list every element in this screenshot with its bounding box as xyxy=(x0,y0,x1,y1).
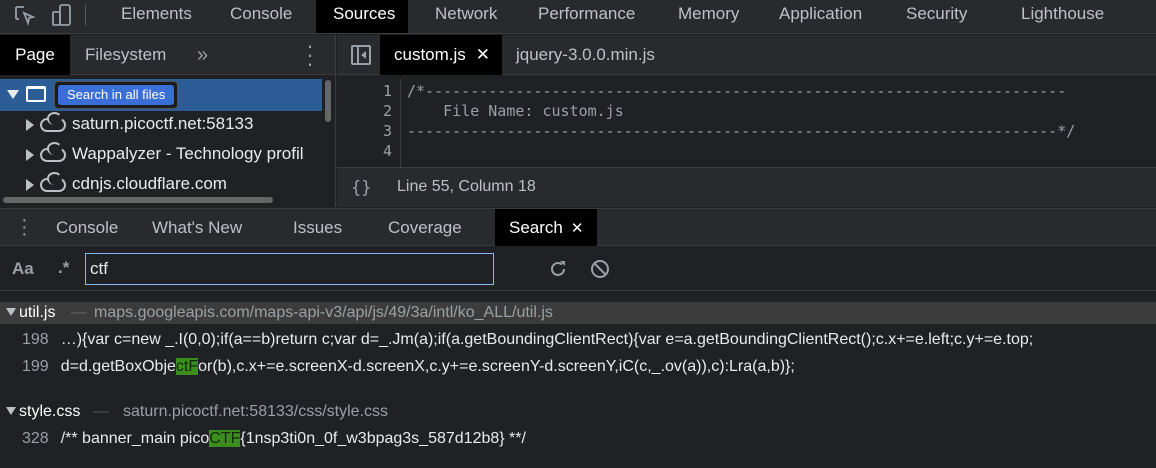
search-match: ctF xyxy=(175,358,199,375)
collapse-arrow-icon[interactable] xyxy=(6,308,16,316)
result-file-path: maps.googleapis.com/maps-api-v3/api/js/4… xyxy=(94,304,553,321)
result-file-header[interactable]: style.css — saturn.picoctf.net:58133/css… xyxy=(0,401,1156,423)
drawer-menu-icon[interactable]: ··· xyxy=(21,209,28,245)
cloud-icon xyxy=(40,141,66,162)
line-number: 3 xyxy=(382,122,392,140)
tab-sources[interactable]: Sources xyxy=(316,0,408,33)
device-toggle-icon[interactable] xyxy=(50,3,74,27)
tab-memory[interactable]: Memory xyxy=(678,4,740,23)
tab-elements[interactable]: Elements xyxy=(121,4,192,23)
clear-icon[interactable] xyxy=(589,258,611,280)
result-line[interactable]: 199 d=d.getBoxObjectFor(b),c.x+=e.screenX… xyxy=(22,358,795,376)
tab-label: Search xyxy=(509,218,563,237)
tab-console[interactable]: Console xyxy=(230,4,293,23)
expand-arrow-icon[interactable] xyxy=(7,90,19,99)
result-line[interactable]: 198 …){var c=new _.I(0,0);if(a==b)return … xyxy=(22,331,1156,349)
code-line: ----------------------------------------… xyxy=(407,122,1076,140)
line-text: …){var c=new _.I(0,0);if(a==b)return c;v… xyxy=(60,331,1034,348)
cloud-icon xyxy=(40,111,66,132)
drawer-tabs: ··· Console What's New Issues Coverage S… xyxy=(0,208,1156,246)
result-line[interactable]: 328 /** banner_main picoCTF{1nsp3ti0n_0f_… xyxy=(22,430,526,448)
close-icon[interactable]: ✕ xyxy=(475,45,491,64)
tree-item-label: saturn.picoctf.net:58133 xyxy=(72,114,254,133)
search-input[interactable] xyxy=(85,253,494,285)
line-text: {1nsp3ti0n_0f_w3bpag3s_587d12b8} **/ xyxy=(240,430,526,447)
tooltip: Search in all files xyxy=(54,81,179,109)
result-file-name: style.css xyxy=(19,403,81,420)
tree-item[interactable]: saturn.picoctf.net:58133 xyxy=(0,109,322,139)
tab-security[interactable]: Security xyxy=(906,4,968,23)
toggle-navigator-icon[interactable] xyxy=(351,45,371,65)
vertical-scrollbar[interactable] xyxy=(325,80,331,122)
editor-tabs: custom.js ✕ jquery-3.0.0.min.js xyxy=(337,35,1156,75)
drawer-tab-console[interactable]: Console xyxy=(56,218,119,237)
tab-performance[interactable]: Performance xyxy=(538,4,636,23)
tab-label: custom.js xyxy=(394,45,466,64)
drawer-tab-issues[interactable]: Issues xyxy=(293,218,343,237)
collapse-arrow-icon[interactable] xyxy=(6,407,16,415)
line-number: 2 xyxy=(382,102,392,120)
result-file-name: util.js xyxy=(19,304,56,321)
tooltip-text: Search in all files xyxy=(58,85,175,105)
drawer-tab-whats-new[interactable]: What's New xyxy=(152,218,243,237)
tab-network[interactable]: Network xyxy=(435,4,498,23)
expand-arrow-icon[interactable] xyxy=(26,178,34,191)
navigator-tabs: Page Filesystem » ··· xyxy=(0,35,335,75)
main-toolbar: Elements Console Sources Network Perform… xyxy=(0,0,1156,34)
tab-lighthouse[interactable]: Lighthouse xyxy=(1021,4,1105,23)
navigator-pane: Page Filesystem » ··· Search in all file… xyxy=(0,35,336,207)
cloud-icon xyxy=(40,171,66,192)
tab-filesystem[interactable]: Filesystem xyxy=(85,45,167,64)
tree-item[interactable]: Wappalyzer - Technology profil xyxy=(0,139,322,169)
horizontal-scrollbar[interactable] xyxy=(3,197,273,203)
expand-arrow-icon[interactable] xyxy=(26,118,34,131)
search-toolbar: Aa .* xyxy=(0,247,1156,291)
line-number: 198 xyxy=(22,331,49,348)
code-editor[interactable]: 1 /*------------------------------------… xyxy=(337,79,1156,167)
tab-page[interactable]: Page xyxy=(0,35,70,75)
drawer-tab-coverage[interactable]: Coverage xyxy=(388,218,462,237)
separator: — xyxy=(71,304,87,321)
divider xyxy=(85,4,86,26)
drawer-tab-search[interactable]: Search ✕ xyxy=(495,209,597,246)
line-number: 328 xyxy=(22,430,49,447)
line-number: 4 xyxy=(382,142,392,160)
editor-tab-jquery[interactable]: jquery-3.0.0.min.js xyxy=(516,45,655,64)
tree-item-label: cdnjs.cloudflare.com xyxy=(72,174,227,193)
line-text: d=d.getBoxObje xyxy=(60,358,176,375)
code-line: File Name: custom.js xyxy=(407,102,624,120)
pretty-print-icon[interactable]: {} xyxy=(351,178,372,198)
cursor-position: Line 55, Column 18 xyxy=(397,178,536,195)
tree-row-top[interactable]: Search in all files xyxy=(0,79,322,111)
tree-item[interactable]: cdnjs.cloudflare.com xyxy=(0,169,322,199)
expand-arrow-icon[interactable] xyxy=(26,148,34,161)
line-text: /** banner_main pico xyxy=(60,430,210,447)
result-file-path: saturn.picoctf.net:58133/css/style.css xyxy=(123,403,389,420)
code-line: /*--------------------------------------… xyxy=(407,82,1067,100)
result-file-header[interactable]: util.js — maps.googleapis.com/maps-api-v… xyxy=(0,302,1156,324)
line-number: 1 xyxy=(382,82,392,100)
status-bar: {} Line 55, Column 18 xyxy=(337,167,1156,207)
refresh-icon[interactable] xyxy=(547,258,569,280)
more-tabs-button[interactable]: » xyxy=(197,44,209,66)
regex-button[interactable]: .* xyxy=(58,258,70,277)
separator: — xyxy=(93,403,109,420)
match-case-button[interactable]: Aa xyxy=(12,259,34,278)
tree-item-label: Wappalyzer - Technology profil xyxy=(72,144,304,163)
line-text: or(b),c.x+=e.screenX-d.screenX,c.y+=e.sc… xyxy=(198,358,795,375)
tab-application[interactable]: Application xyxy=(779,4,863,23)
more-options-icon[interactable]: ··· xyxy=(306,33,314,76)
inspect-element-icon[interactable] xyxy=(14,5,36,27)
frame-icon xyxy=(26,86,46,102)
editor-tab-custom-js[interactable]: custom.js ✕ xyxy=(380,35,502,75)
search-match: CTF xyxy=(209,430,241,447)
editor-pane: custom.js ✕ jquery-3.0.0.min.js 1 /*-----… xyxy=(337,35,1156,207)
line-number: 199 xyxy=(22,358,49,375)
close-icon[interactable]: ✕ xyxy=(570,220,584,237)
